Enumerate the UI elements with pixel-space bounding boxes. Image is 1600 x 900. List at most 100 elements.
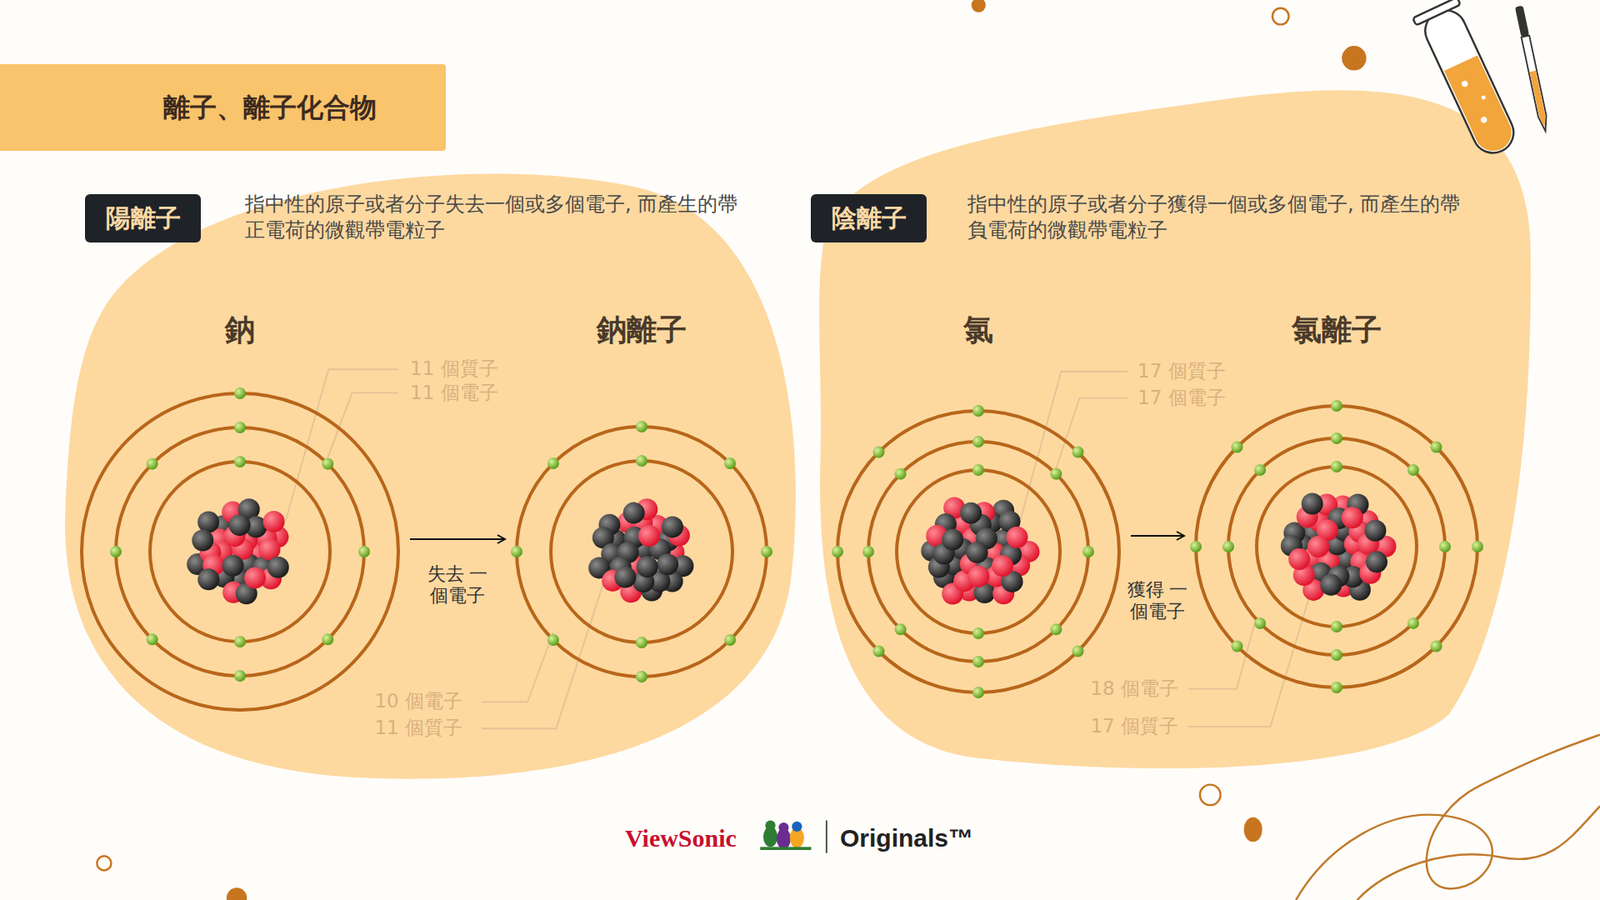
tag-text: 陰離子 — [810, 194, 927, 243]
decor-circle — [1480, 115, 1489, 125]
neutron — [197, 510, 220, 533]
proton — [1288, 548, 1310, 570]
brand-mark — [760, 820, 827, 853]
neutron — [966, 541, 989, 564]
electron — [1471, 540, 1484, 553]
decor-polyline — [481, 555, 613, 729]
title-text: 離子、離子化合物 — [163, 64, 377, 151]
decor-circle — [1341, 45, 1366, 70]
electron — [234, 421, 246, 434]
electron — [972, 464, 985, 476]
electron — [234, 455, 246, 468]
electron — [1407, 464, 1420, 476]
decor-rect — [1418, 3, 1520, 160]
electron-shell — [115, 427, 365, 676]
neutron — [1320, 574, 1342, 596]
electron — [972, 435, 985, 448]
electron-shell — [896, 470, 1060, 634]
neutron — [661, 515, 684, 538]
arrow-connector — [410, 538, 505, 540]
electron — [1330, 649, 1343, 661]
definition-text: 指中性的原子或者分子獲得一個或多個電子, 而產生的帶負電荷的微觀帶電粒子 — [967, 191, 1468, 244]
neutron — [1301, 493, 1324, 515]
atom-heading: 氯 — [830, 310, 1126, 350]
proton — [1341, 506, 1364, 529]
electron — [234, 670, 246, 682]
callout-label: 17 個質子 — [1090, 714, 1179, 740]
decor-rect — [1412, 0, 1460, 25]
callout-label: 11 個質子 — [410, 356, 499, 382]
neutron — [229, 514, 251, 536]
leader-lines — [285, 369, 1317, 729]
proton — [263, 510, 285, 533]
left-blob — [65, 174, 796, 780]
neutron — [614, 566, 636, 589]
electron-shell — [81, 393, 399, 710]
decor-circle — [791, 821, 802, 832]
tag-box: 陽離子 — [85, 194, 201, 243]
electron — [635, 636, 648, 649]
electron-shell — [837, 410, 1120, 693]
electron — [1439, 540, 1451, 553]
test-tube — [1412, 0, 1524, 162]
electron — [724, 634, 736, 646]
decor-path — [1295, 735, 1600, 900]
title-band: 離子、離子化合物 — [0, 64, 446, 151]
electron — [862, 545, 875, 558]
pipette — [1515, 5, 1550, 133]
electron-shell — [1195, 405, 1478, 688]
electron — [1330, 400, 1343, 412]
decor-circle — [778, 822, 789, 833]
electron — [972, 405, 985, 417]
neutron — [656, 553, 679, 575]
electron-shell — [1228, 438, 1445, 655]
decor-rect — [760, 846, 811, 850]
electron — [1230, 640, 1243, 653]
atom-node: 鈉離子 — [510, 310, 774, 684]
brand-name: Originals™ — [840, 821, 974, 855]
neutron — [197, 568, 220, 590]
proton — [244, 566, 266, 589]
neutron — [960, 502, 982, 525]
electron — [1430, 440, 1443, 453]
electron — [635, 670, 648, 683]
atom-node: 氯 — [830, 310, 1126, 700]
decor-circle — [765, 820, 775, 830]
decor-ellipse — [1244, 817, 1263, 842]
swirl-lines — [1295, 735, 1600, 900]
electron — [1072, 645, 1085, 658]
electron-shell — [1256, 466, 1417, 627]
decor-circle — [1480, 95, 1487, 101]
tag-box: 陰離子 — [810, 194, 927, 243]
proton — [1005, 526, 1028, 549]
arrow-connector — [1130, 535, 1185, 537]
neutron — [941, 529, 964, 551]
electron — [760, 545, 773, 558]
neutron — [636, 555, 659, 578]
electron — [872, 645, 885, 658]
decor-path — [1530, 70, 1548, 129]
electron — [872, 445, 885, 458]
atom-node: 鈉 — [75, 310, 405, 717]
tag-text: 陽離子 — [85, 194, 201, 243]
decor-line — [825, 820, 828, 853]
electron — [1330, 432, 1343, 445]
electron — [1254, 464, 1266, 476]
electron — [1222, 540, 1235, 553]
electron — [635, 455, 648, 467]
proton — [638, 525, 660, 547]
neutron — [623, 502, 645, 525]
proton — [1307, 535, 1330, 558]
electron — [321, 458, 334, 470]
electron — [146, 458, 159, 470]
neutron — [1365, 550, 1388, 573]
decor-polyline — [1189, 573, 1317, 727]
neutron — [1364, 520, 1386, 542]
electron — [1082, 545, 1095, 558]
electron — [1050, 468, 1062, 480]
decor-path — [1444, 55, 1518, 157]
callout-label: 11 個質子 — [374, 715, 463, 741]
electron — [895, 623, 907, 635]
atom-drawing — [75, 386, 405, 717]
decor-circle — [96, 855, 111, 870]
